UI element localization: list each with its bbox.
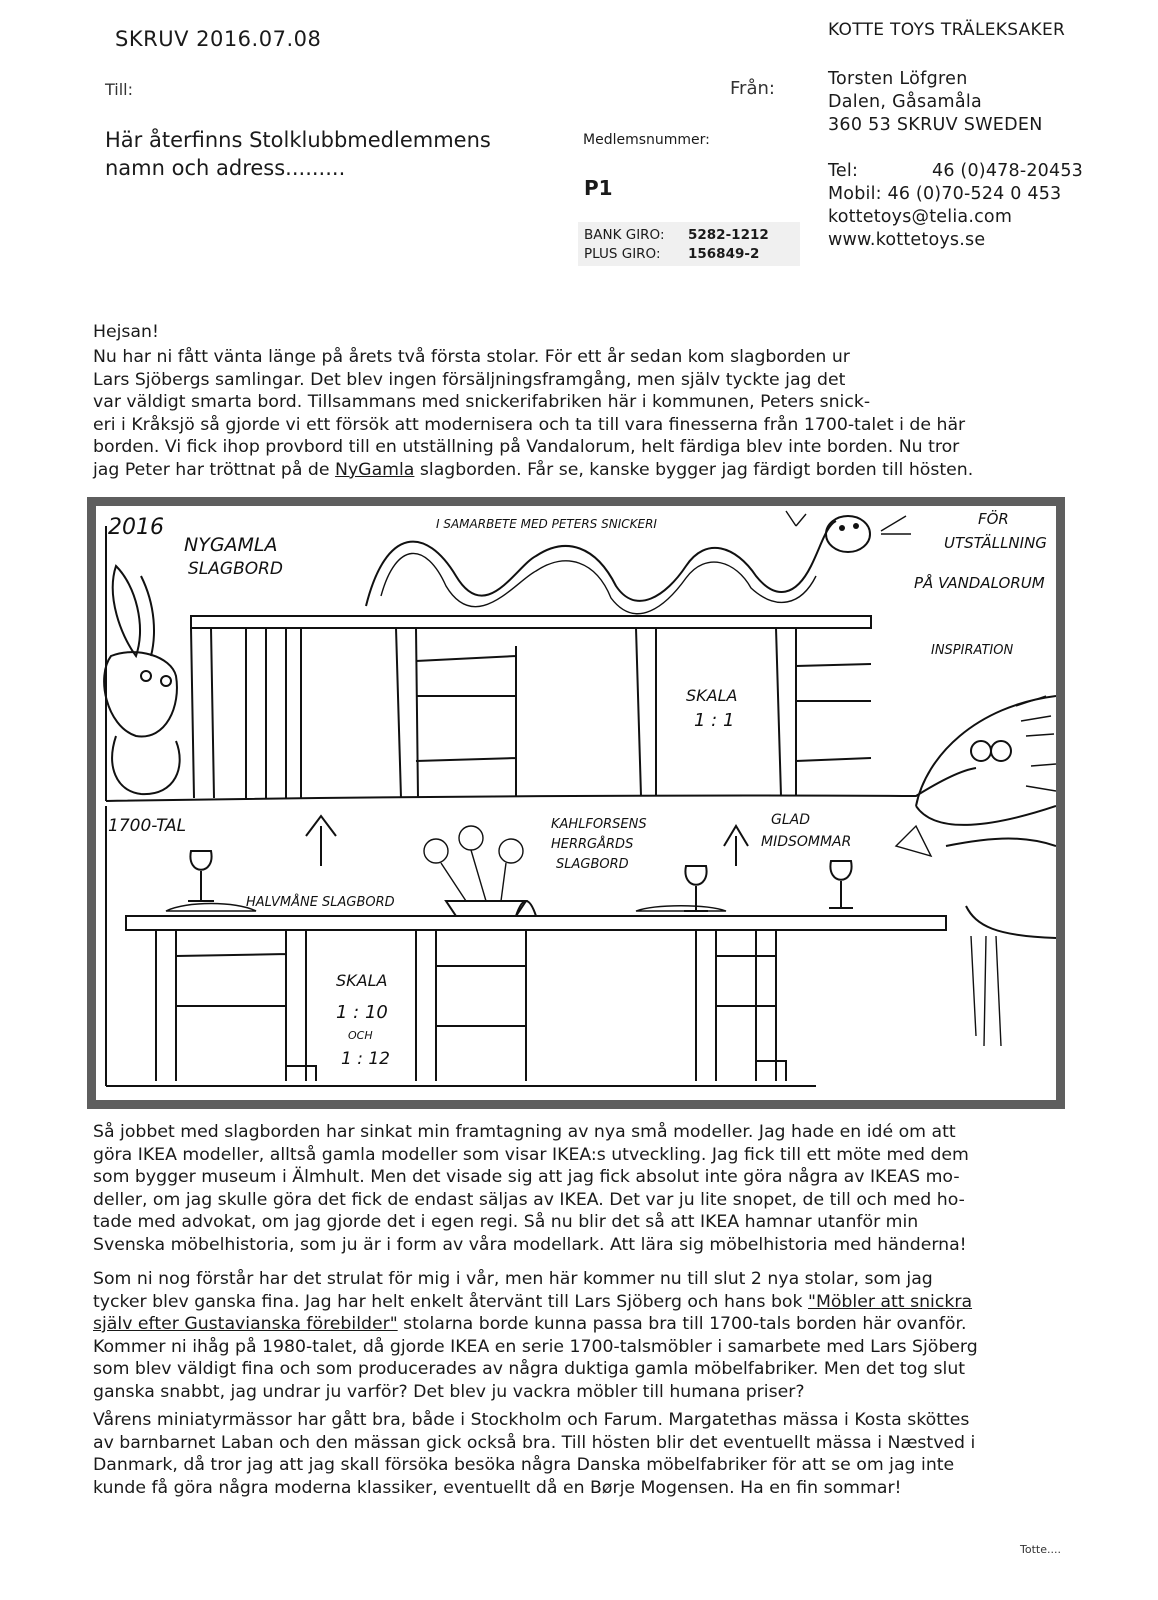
drawing-year: 2016 [108, 515, 164, 540]
drawing-collab: I SAMARBETE MED PETERS SNICKERI [436, 517, 657, 531]
drawing-scale-top-1: SKALA [686, 686, 737, 705]
drawing-halvmane: HALVMÅNE SLAGBORD [246, 894, 395, 910]
drawing-era: 1700-TAL [108, 816, 186, 836]
top-table-top [190, 615, 872, 629]
mobile-label: Mobil: [828, 184, 882, 204]
member-number: P1 [584, 176, 613, 200]
drawing-glad-2: MIDSOMMAR [761, 834, 851, 850]
greeting: Hejsan! [93, 322, 159, 342]
sender-postal: 360 53 SKRUV SWEDEN [828, 115, 1043, 135]
glass-right [684, 865, 708, 912]
bank-giro-value: 5282-1212 [688, 227, 769, 243]
book-title: "Möbler att snickra själv efter Gustavia… [93, 1291, 973, 1335]
drawing-slagbord: SLAGBORD [188, 559, 283, 579]
rabbit-ear [111, 564, 141, 659]
arrow-up-right [723, 824, 749, 866]
table-illustration: 2016 NYGAMLA SLAGBORD I SAMARBETE MED PE… [96, 506, 1056, 1100]
sender-contact: Tel: 46 (0)478-20453 Mobil: 46 (0)70-524 … [828, 160, 1083, 252]
drawing-scale-bot-2: 1 : 10 [336, 1002, 388, 1023]
plus-giro-label: PLUS GIRO: [584, 246, 661, 262]
caterpillar [365, 520, 837, 607]
member-number-label: Medlemsnummer: [583, 132, 710, 148]
sender-name: Torsten Löfgren [828, 69, 968, 89]
tel-label: Tel: [828, 161, 859, 181]
drawing-scale-bot-4: 1 : 12 [341, 1049, 390, 1069]
mobile-value: 46 (0)70-524 0 453 [887, 184, 1062, 204]
drawing-exhibit-1: FÖR [978, 509, 1009, 528]
signature: Totte.... [1020, 1543, 1061, 1556]
drawing-kaffe-3: SLAGBORD [556, 857, 629, 872]
bottom-table-top [125, 915, 947, 931]
drawing-nygamla: NYGAMLA [184, 534, 278, 556]
drawing-inspiration: INSPIRATION [931, 643, 1013, 658]
drawing-kaffe-1: KAHLFORSENS [551, 817, 647, 832]
plus-giro-value: 156849-2 [688, 246, 760, 262]
letter-date: SKRUV 2016.07.08 [115, 27, 322, 51]
paragraph-3: Som ni nog förstår har det strulat för m… [93, 1269, 978, 1402]
web-link[interactable]: www.kottetoys.se [828, 230, 986, 250]
tel-value: 46 (0)478-20453 [932, 161, 1084, 181]
company-name: KOTTE TOYS TRÄLEKSAKER [828, 20, 1066, 40]
illustration-frame: 2016 NYGAMLA SLAGBORD I SAMARBETE MED PE… [87, 497, 1065, 1109]
nygamla-link: NyGamla [335, 459, 415, 480]
sender-street: Dalen, Gåsamåla [828, 92, 983, 112]
drawing-scale-top-2: 1 : 1 [694, 710, 734, 731]
arrow-up-left [305, 814, 337, 866]
paragraph-1: Nu har ni fått vänta länge på årets två … [93, 347, 974, 480]
drawing-exhibit-3: PÅ VANDALORUM [914, 573, 1045, 592]
flower-pot [444, 900, 528, 917]
drawing-glad-1: GLAD [771, 812, 810, 828]
sender-address: Torsten Löfgren Dalen, Gåsamåla 360 53 S… [828, 68, 1043, 137]
hedgehog-head [915, 695, 1056, 807]
caterpillar-head [825, 515, 871, 553]
glass-left [188, 850, 214, 902]
rabbit-head [103, 651, 178, 738]
to-label: Till: [105, 80, 134, 99]
drawing-scale-bot-1: SKALA [336, 971, 387, 990]
email-link[interactable]: kottetoys@telia.com [828, 207, 1013, 227]
drawing-scale-bot-3: OCH [348, 1029, 373, 1042]
drawing-exhibit-2: UTSTÄLLNING [944, 533, 1047, 552]
addressee-placeholder: Här återfinns Stolklubbmedlemmens namn o… [105, 128, 491, 180]
drawing-kaffe-2: HERRGÅRDS [551, 836, 633, 852]
bank-giro-label: BANK GIRO: [584, 227, 665, 243]
paragraph-4: Vårens miniatyrmässor har gått bra, både… [93, 1410, 976, 1498]
giro-box: BANK GIRO: 5282-1212 PLUS GIRO: 156849-2 [578, 222, 800, 266]
from-label: Från: [730, 78, 775, 99]
paragraph-2: Så jobbet med slagborden har sinkat min … [93, 1122, 969, 1255]
